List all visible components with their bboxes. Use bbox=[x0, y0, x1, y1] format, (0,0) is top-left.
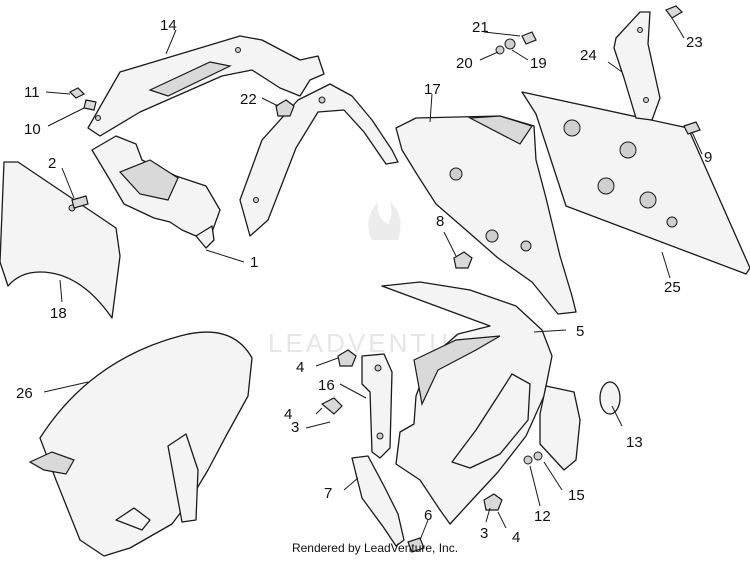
callout-14: 14 bbox=[160, 17, 177, 34]
callout-3b: 3 bbox=[480, 525, 488, 542]
callout-17: 17 bbox=[424, 81, 441, 98]
license-backing-plate[interactable] bbox=[0, 161, 121, 319]
callout-15: 15 bbox=[568, 487, 585, 504]
callout-9: 9 bbox=[704, 149, 712, 166]
front-fender-lower[interactable] bbox=[28, 331, 253, 557]
callout-3a: 3 bbox=[291, 419, 299, 436]
callout-6: 6 bbox=[424, 507, 432, 524]
reflector[interactable] bbox=[599, 381, 621, 415]
callout-19: 19 bbox=[530, 55, 547, 72]
callout-22: 22 bbox=[240, 91, 257, 108]
callout-16: 16 bbox=[318, 377, 335, 394]
callout-24: 24 bbox=[580, 47, 597, 64]
callout-2: 2 bbox=[48, 155, 56, 172]
callout-26: 26 bbox=[16, 385, 33, 402]
callout-4a: 4 bbox=[296, 359, 304, 376]
tail-fairing[interactable] bbox=[395, 115, 577, 315]
license-plate[interactable] bbox=[521, 91, 750, 275]
license-bracket[interactable] bbox=[613, 11, 661, 121]
callout-20: 20 bbox=[456, 55, 473, 72]
callout-4b: 4 bbox=[284, 406, 292, 423]
callout-8: 8 bbox=[436, 213, 444, 230]
leader-lines bbox=[43, 17, 703, 541]
fender-bracket-16[interactable] bbox=[361, 353, 393, 459]
rear-frame-bracket[interactable] bbox=[87, 35, 399, 237]
callout-13: 13 bbox=[626, 434, 643, 451]
fender-bracket-7[interactable] bbox=[351, 455, 405, 547]
callout-4c: 4 bbox=[512, 529, 520, 546]
callout-12: 12 bbox=[534, 508, 551, 525]
callout-21: 21 bbox=[472, 19, 489, 36]
footer-credit: Rendered by LeadVenture, Inc. bbox=[291, 541, 459, 555]
watermark-flame-icon bbox=[368, 202, 401, 240]
callouts: 1 2 3 3 4 4 4 5 6 7 8 9 10 11 12 13 14 1… bbox=[16, 17, 712, 546]
fasteners[interactable] bbox=[68, 5, 701, 553]
callout-7: 7 bbox=[324, 485, 332, 502]
tail-housing[interactable] bbox=[91, 135, 221, 249]
callout-11: 11 bbox=[24, 84, 40, 101]
callout-23: 23 bbox=[686, 34, 703, 51]
callout-1: 1 bbox=[250, 254, 258, 271]
callout-5: 5 bbox=[576, 323, 584, 340]
callout-10: 10 bbox=[24, 121, 41, 138]
callout-25: 25 bbox=[664, 279, 681, 296]
callout-18: 18 bbox=[50, 305, 67, 322]
front-fender-upper[interactable] bbox=[381, 281, 581, 525]
